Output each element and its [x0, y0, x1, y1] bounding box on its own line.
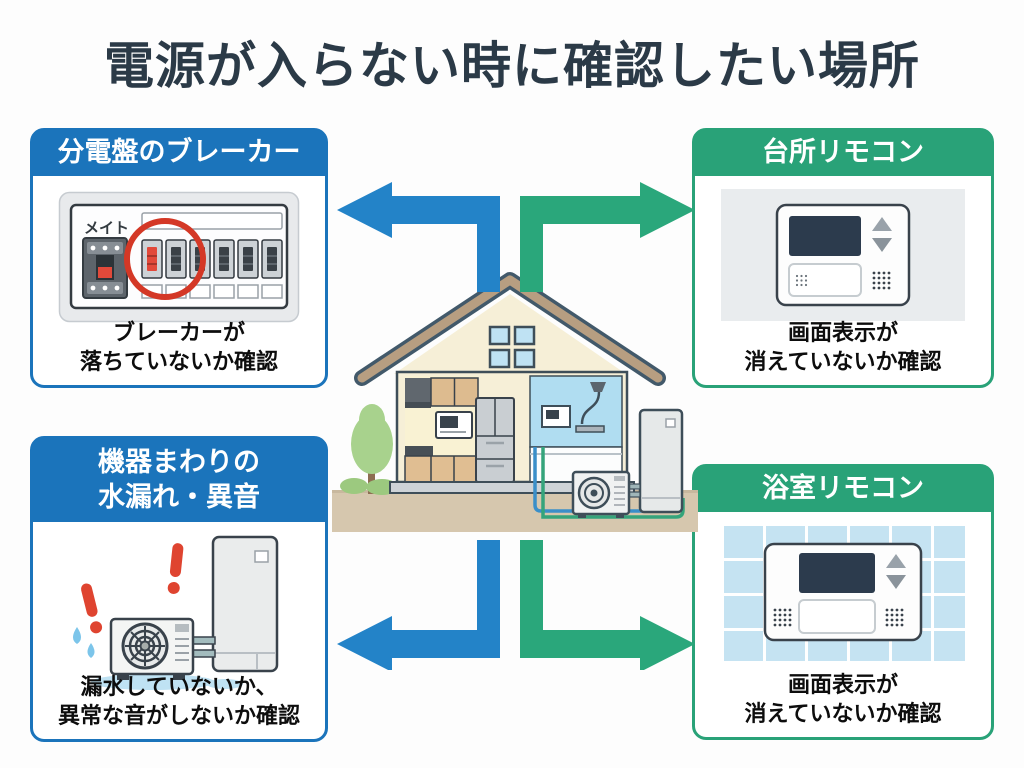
arrow-to-leak-panel	[337, 540, 500, 670]
breaker-main-label: メイト	[84, 220, 129, 237]
water-drop-icon	[87, 643, 95, 658]
pipe	[190, 636, 216, 645]
remote-screen	[789, 216, 861, 256]
main-breaker-icon	[82, 237, 128, 299]
breaker-caption-line2: 落ちていないか確認	[79, 349, 278, 375]
house-and-arrows-illustration	[332, 182, 698, 670]
leak-caption: 漏水していないか、 異常な音がしないか確認	[33, 672, 325, 731]
bath-remote-icon	[763, 542, 923, 642]
faucet-icon	[575, 425, 605, 433]
panel-leak-header: 機器まわりの 水漏れ・異音	[32, 438, 326, 522]
alert-exclamation-icon	[81, 583, 103, 634]
breaker-caption: ブレーカーが 落ちていないか確認	[33, 318, 325, 377]
breaker-panel-icon: メイト	[58, 191, 300, 323]
panel-leak-noise: 機器まわりの 水漏れ・異音	[30, 436, 328, 742]
shower-head-icon	[590, 382, 606, 392]
speaker-dot-grid-left	[773, 608, 792, 627]
kitchen-remote-illustration	[721, 189, 965, 321]
breaker-caption-line1: ブレーカーが	[112, 319, 245, 345]
small-dot-grid	[795, 274, 808, 287]
panel-bath-header-text: 浴室リモコン	[762, 473, 924, 504]
panel-kitchen-header: 台所リモコン	[694, 130, 992, 176]
shower-hose	[580, 391, 601, 425]
outdoor-tank-icon	[638, 408, 684, 514]
bath-caption-line2: 消えていないか確認	[744, 701, 942, 727]
bath-remote-illustration	[721, 523, 965, 661]
kitchen-remote-icon	[775, 203, 911, 307]
alert-exclamation-icon	[167, 543, 184, 594]
panel-kitchen-header-text: 台所リモコン	[762, 137, 924, 168]
outdoor-unit-icon	[109, 617, 195, 680]
kitchen-remote-caption: 画面表示が 消えていないか確認	[695, 318, 991, 377]
pipe	[190, 649, 216, 658]
down-arrow-button	[886, 575, 906, 589]
refrigerator-icon	[475, 397, 515, 483]
kitchen-caption-line2: 消えていないか確認	[744, 349, 942, 375]
water-pipe-green	[541, 447, 685, 519]
bath-remote-caption: 画面表示が 消えていないか確認	[695, 670, 991, 729]
leak-illustration	[33, 531, 325, 693]
page-title: 電源が入らない時に確認したい場所	[104, 38, 920, 94]
arrow-to-kitchen-remote-panel	[520, 182, 695, 292]
outdoor-unit-small-icon	[571, 470, 631, 518]
panel-breaker-header: 分電盤のブレーカー	[32, 130, 326, 176]
down-arrow-button	[872, 238, 892, 252]
speaker-dot-grid	[872, 271, 891, 290]
attic-window-icon	[488, 325, 536, 369]
up-arrow-button	[872, 217, 892, 231]
tripped-breaker-highlight-circle	[124, 218, 206, 300]
kitchen-room	[404, 376, 479, 483]
arrow-to-breaker-panel	[337, 182, 500, 292]
remote-main-button	[798, 599, 876, 634]
panel-kitchen-remote: 台所リモコン	[692, 128, 994, 388]
kitchen-caption-line1: 画面表示が	[787, 319, 898, 345]
panel-leak-header-line1: 機器まわりの	[98, 446, 260, 477]
roof	[354, 272, 666, 386]
tree-icon	[351, 404, 393, 494]
breaker-illustration: メイト	[33, 191, 325, 323]
water-tank-icon	[211, 535, 279, 673]
arrow-to-bath-remote-panel	[520, 540, 695, 670]
bath-caption-line1: 画面表示が	[787, 671, 898, 697]
panel-bath-remote: 浴室リモコン	[692, 464, 994, 740]
panel-breaker: 分電盤のブレーカー メイト	[30, 128, 328, 388]
panel-breaker-header-text: 分電盤のブレーカー	[57, 137, 301, 168]
panel-leak-header-line2: 水漏れ・異音	[98, 482, 260, 512]
panel-bath-header: 浴室リモコン	[694, 466, 992, 512]
remote-main-button	[788, 263, 862, 297]
puddle-shape-2	[207, 679, 243, 689]
heat-pump-leak-icon	[73, 535, 279, 690]
remote-screen	[799, 553, 875, 593]
leak-caption-line2: 異常な音がしないか確認	[57, 703, 300, 729]
up-arrow-button	[886, 554, 906, 568]
speaker-dot-grid-right	[885, 608, 904, 627]
leak-caption-line1: 漏水していないか、	[80, 673, 278, 699]
water-drop-icon	[73, 627, 81, 644]
